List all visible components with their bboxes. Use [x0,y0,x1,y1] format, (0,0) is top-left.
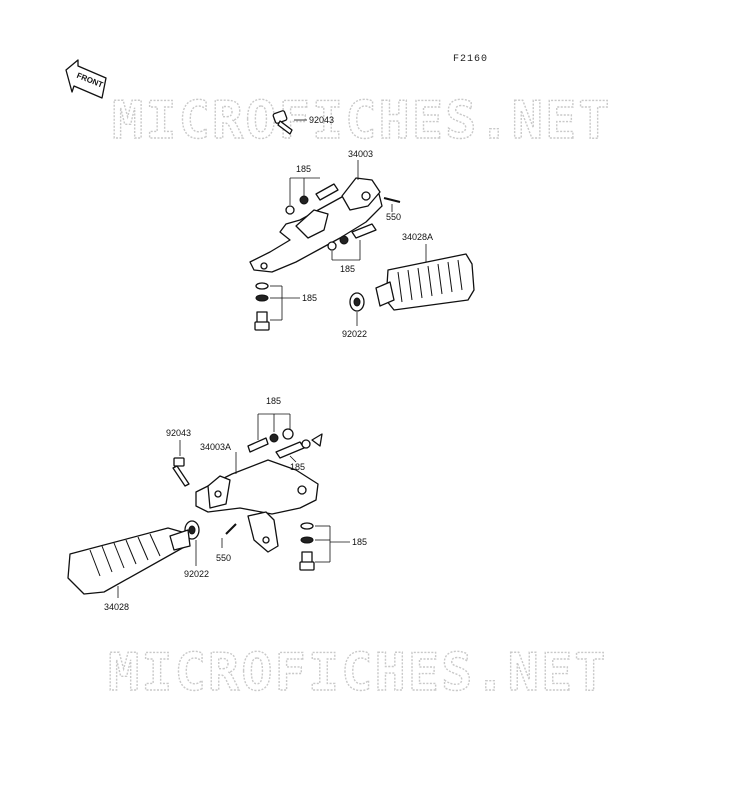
label-bot-92043: 92043 [166,428,191,438]
watermark-bottom: MICROFICHES.NET [108,643,608,703]
label-top-185-a: 185 [296,164,311,174]
top-bolt-92043: 92043 [272,110,334,135]
label-top-92022: 92022 [342,329,367,339]
top-washer-92022: 92022 [342,292,367,339]
label-top-185-b: 185 [340,264,355,274]
top-footpeg-34028A: 34028A [375,232,475,311]
label-top-34028A: 34028A [402,232,433,242]
label-top-185-c: 185 [302,293,317,303]
label-bot-34028: 34028 [104,602,129,612]
bottom-bolt-92043: 92043 [166,428,191,487]
label-top-550: 550 [386,212,401,222]
bottom-footpeg-34028: 34028 [67,527,191,612]
label-top-92043: 92043 [309,115,334,125]
top-fasteners-upper: 185 [285,164,339,215]
top-fasteners-lower: 185 [327,223,377,274]
watermark-top: MICROFICHES.NET [112,91,612,151]
top-bracket-34003: 34003 [249,149,383,273]
label-bot-185-c: 185 [352,537,367,547]
figure-code: F2160 [453,54,488,65]
label-bot-185-b: 185 [290,462,305,472]
label-bot-34003A: 34003A [200,442,231,452]
label-bot-92022: 92022 [184,569,209,579]
bottom-fasteners-lower: 185 [299,522,367,571]
label-bot-185-a: 185 [266,396,281,406]
label-bot-550: 550 [216,553,231,563]
bottom-fasteners-middle: 185 [275,433,323,472]
bottom-pin-550: 550 [216,523,237,563]
bottom-fasteners-upper: 185 [247,396,294,453]
bottom-bracket-34003A: 34003A [195,442,319,553]
label-top-34003: 34003 [348,149,373,159]
front-arrow-icon: FRONT [65,59,107,99]
top-pin-550: 550 [383,197,401,222]
top-fasteners-bottom: 185 [254,282,317,331]
